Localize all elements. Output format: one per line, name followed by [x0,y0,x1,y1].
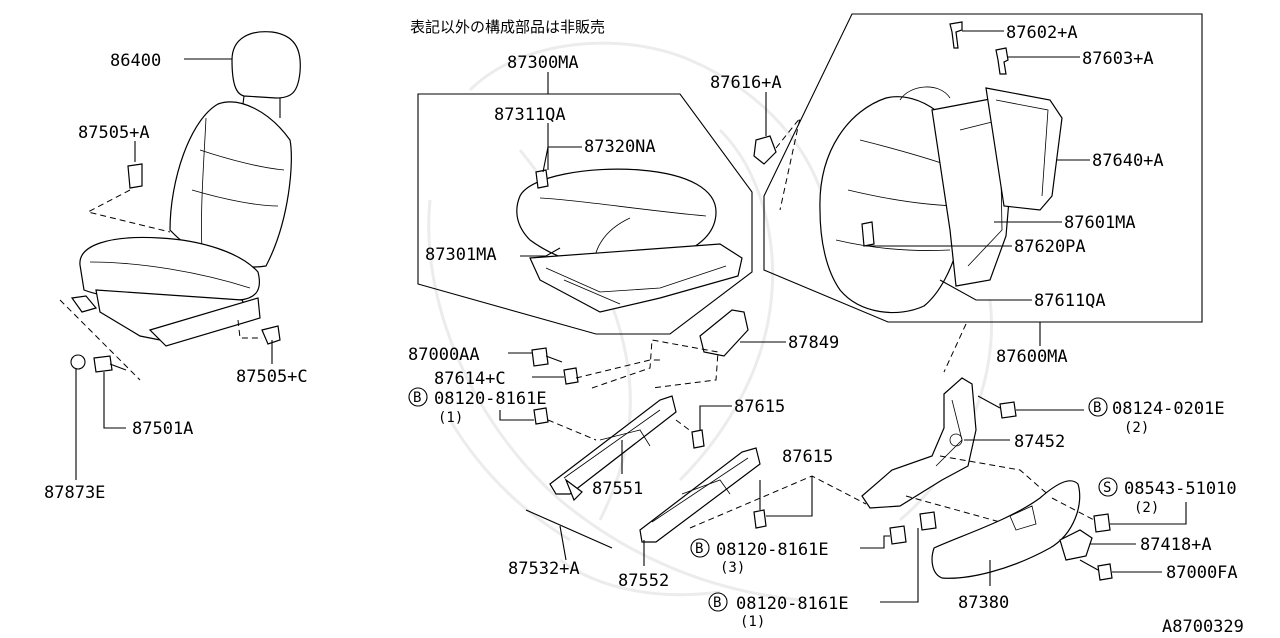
label-87452: 87452 [1014,432,1065,452]
label-87620pa: 87620PA [1014,237,1086,257]
label-87616a: 87616+A [710,73,782,93]
bolt-symbol-08124: B [1093,400,1101,416]
label-87640a: 87640+A [1092,151,1164,171]
label-87000fa: 87000FA [1166,563,1238,583]
label-87301ma: 87301MA [425,245,497,265]
non-sale-note: 表記以外の構成部品は非販売 [410,18,605,36]
screw-symbol-08543: S [1103,480,1111,496]
label-08543-qty: (2) [1134,500,1159,516]
label-08120-bottom-qty: (1) [740,614,765,630]
label-87501a: 87501A [132,419,193,439]
label-08120-1: 08120-8161E [434,389,547,409]
label-87603a: 87603+A [1082,49,1154,69]
label-87532a: 87532+A [508,559,580,579]
label-08120-1-qty: (1) [438,410,463,426]
side-cover-87380 [931,480,1081,579]
label-87615-a: 87615 [734,397,785,417]
figure-id: A8700329 [1162,617,1244,637]
label-08120-bottom: 08120-8161E [736,594,849,614]
label-87849: 87849 [788,333,839,353]
label-87551: 87551 [592,479,643,499]
label-87311qa: 87311QA [494,105,566,125]
label-08120-3-qty: (3) [720,560,745,576]
label-86400: 86400 [110,51,161,71]
cushion-illustration [516,168,743,313]
label-87000aa: 87000AA [408,345,480,365]
label-87300ma: 87300MA [507,53,579,73]
label-87505a: 87505+A [78,123,150,143]
label-87601ma: 87601MA [1064,213,1136,233]
label-87380: 87380 [958,593,1009,613]
backrest-assembly-box [763,13,1203,323]
label-87600ma: 87600MA [996,347,1068,367]
label-08543: 08543-51010 [1124,479,1237,499]
label-87552: 87552 [618,571,669,591]
bolt-symbol-bottom: B [713,595,721,611]
recliner-87452 [861,377,977,509]
label-87873e: 87873E [44,483,105,503]
label-87418a: 87418+A [1140,535,1212,555]
seat-assembly-illustration [70,31,301,373]
bolt-symbol-3: B [695,541,703,557]
cushion-assembly-box [417,93,753,335]
label-87505c: 87505+C [236,367,308,387]
label-87614c: 87614+C [434,369,506,389]
label-08124-qty: (2) [1124,420,1149,436]
label-08120-3: 08120-8161E [716,540,829,560]
label-87611qa: 87611QA [1034,291,1106,311]
rail-87552 [639,447,761,543]
label-08124: 08124-0201E [1112,399,1225,419]
label-87615-b: 87615 [782,447,833,467]
label-87320na: 87320NA [584,137,656,157]
bolt-symbol-1: B [413,390,421,406]
label-87602a: 87602+A [1006,23,1078,43]
backrest-illustration [819,86,1063,314]
